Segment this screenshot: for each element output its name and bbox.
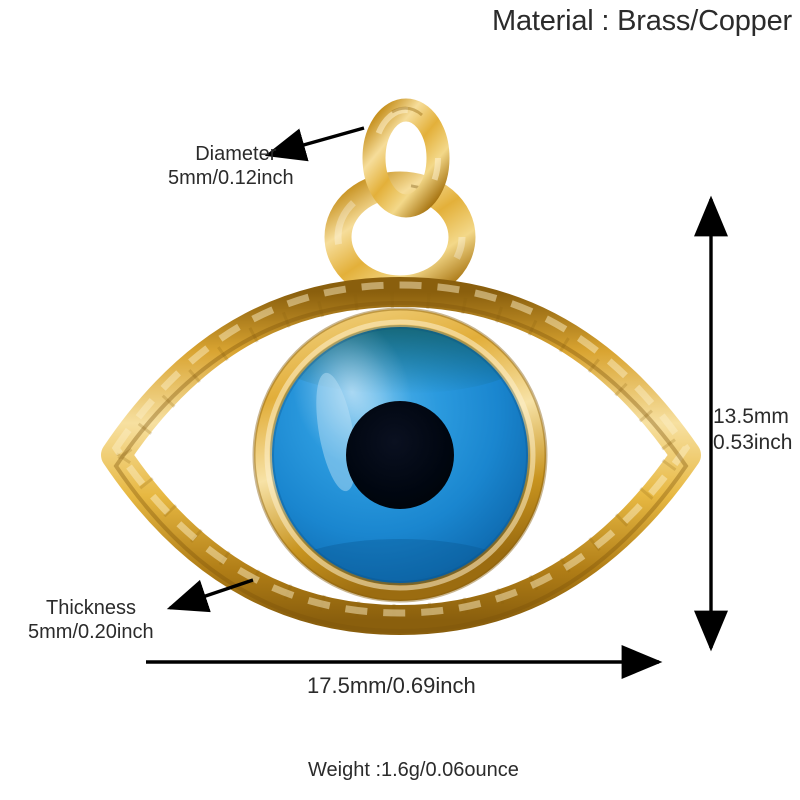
thickness-annotation: Thickness 5mm/0.20inch <box>28 596 154 645</box>
height-mm: 13.5mm <box>713 405 789 428</box>
thickness-arrow <box>166 578 254 613</box>
diameter-title: Diameter <box>195 143 277 165</box>
pupil <box>346 401 454 509</box>
eye-outline-band <box>101 277 701 635</box>
thickness-value: 5mm/0.20inch <box>28 621 154 644</box>
jump-ring <box>362 98 450 218</box>
width-annotation: 17.5mm/0.69inch <box>307 673 476 698</box>
diameter-annotation: Diameter 5mm/0.12inch <box>168 142 294 191</box>
diameter-value: 5mm/0.12inch <box>168 167 294 190</box>
height-inch: 0.53inch <box>713 430 793 454</box>
weight-label: Weight :1.6g/0.06ounce <box>308 759 519 781</box>
height-annotation: 13.5mm 0.53inch <box>713 404 792 455</box>
eye-cabochon <box>252 307 548 603</box>
material-label: Material : Brass/Copper <box>491 5 792 37</box>
thickness-title: Thickness <box>46 597 137 619</box>
diameter-arrow <box>264 126 365 162</box>
